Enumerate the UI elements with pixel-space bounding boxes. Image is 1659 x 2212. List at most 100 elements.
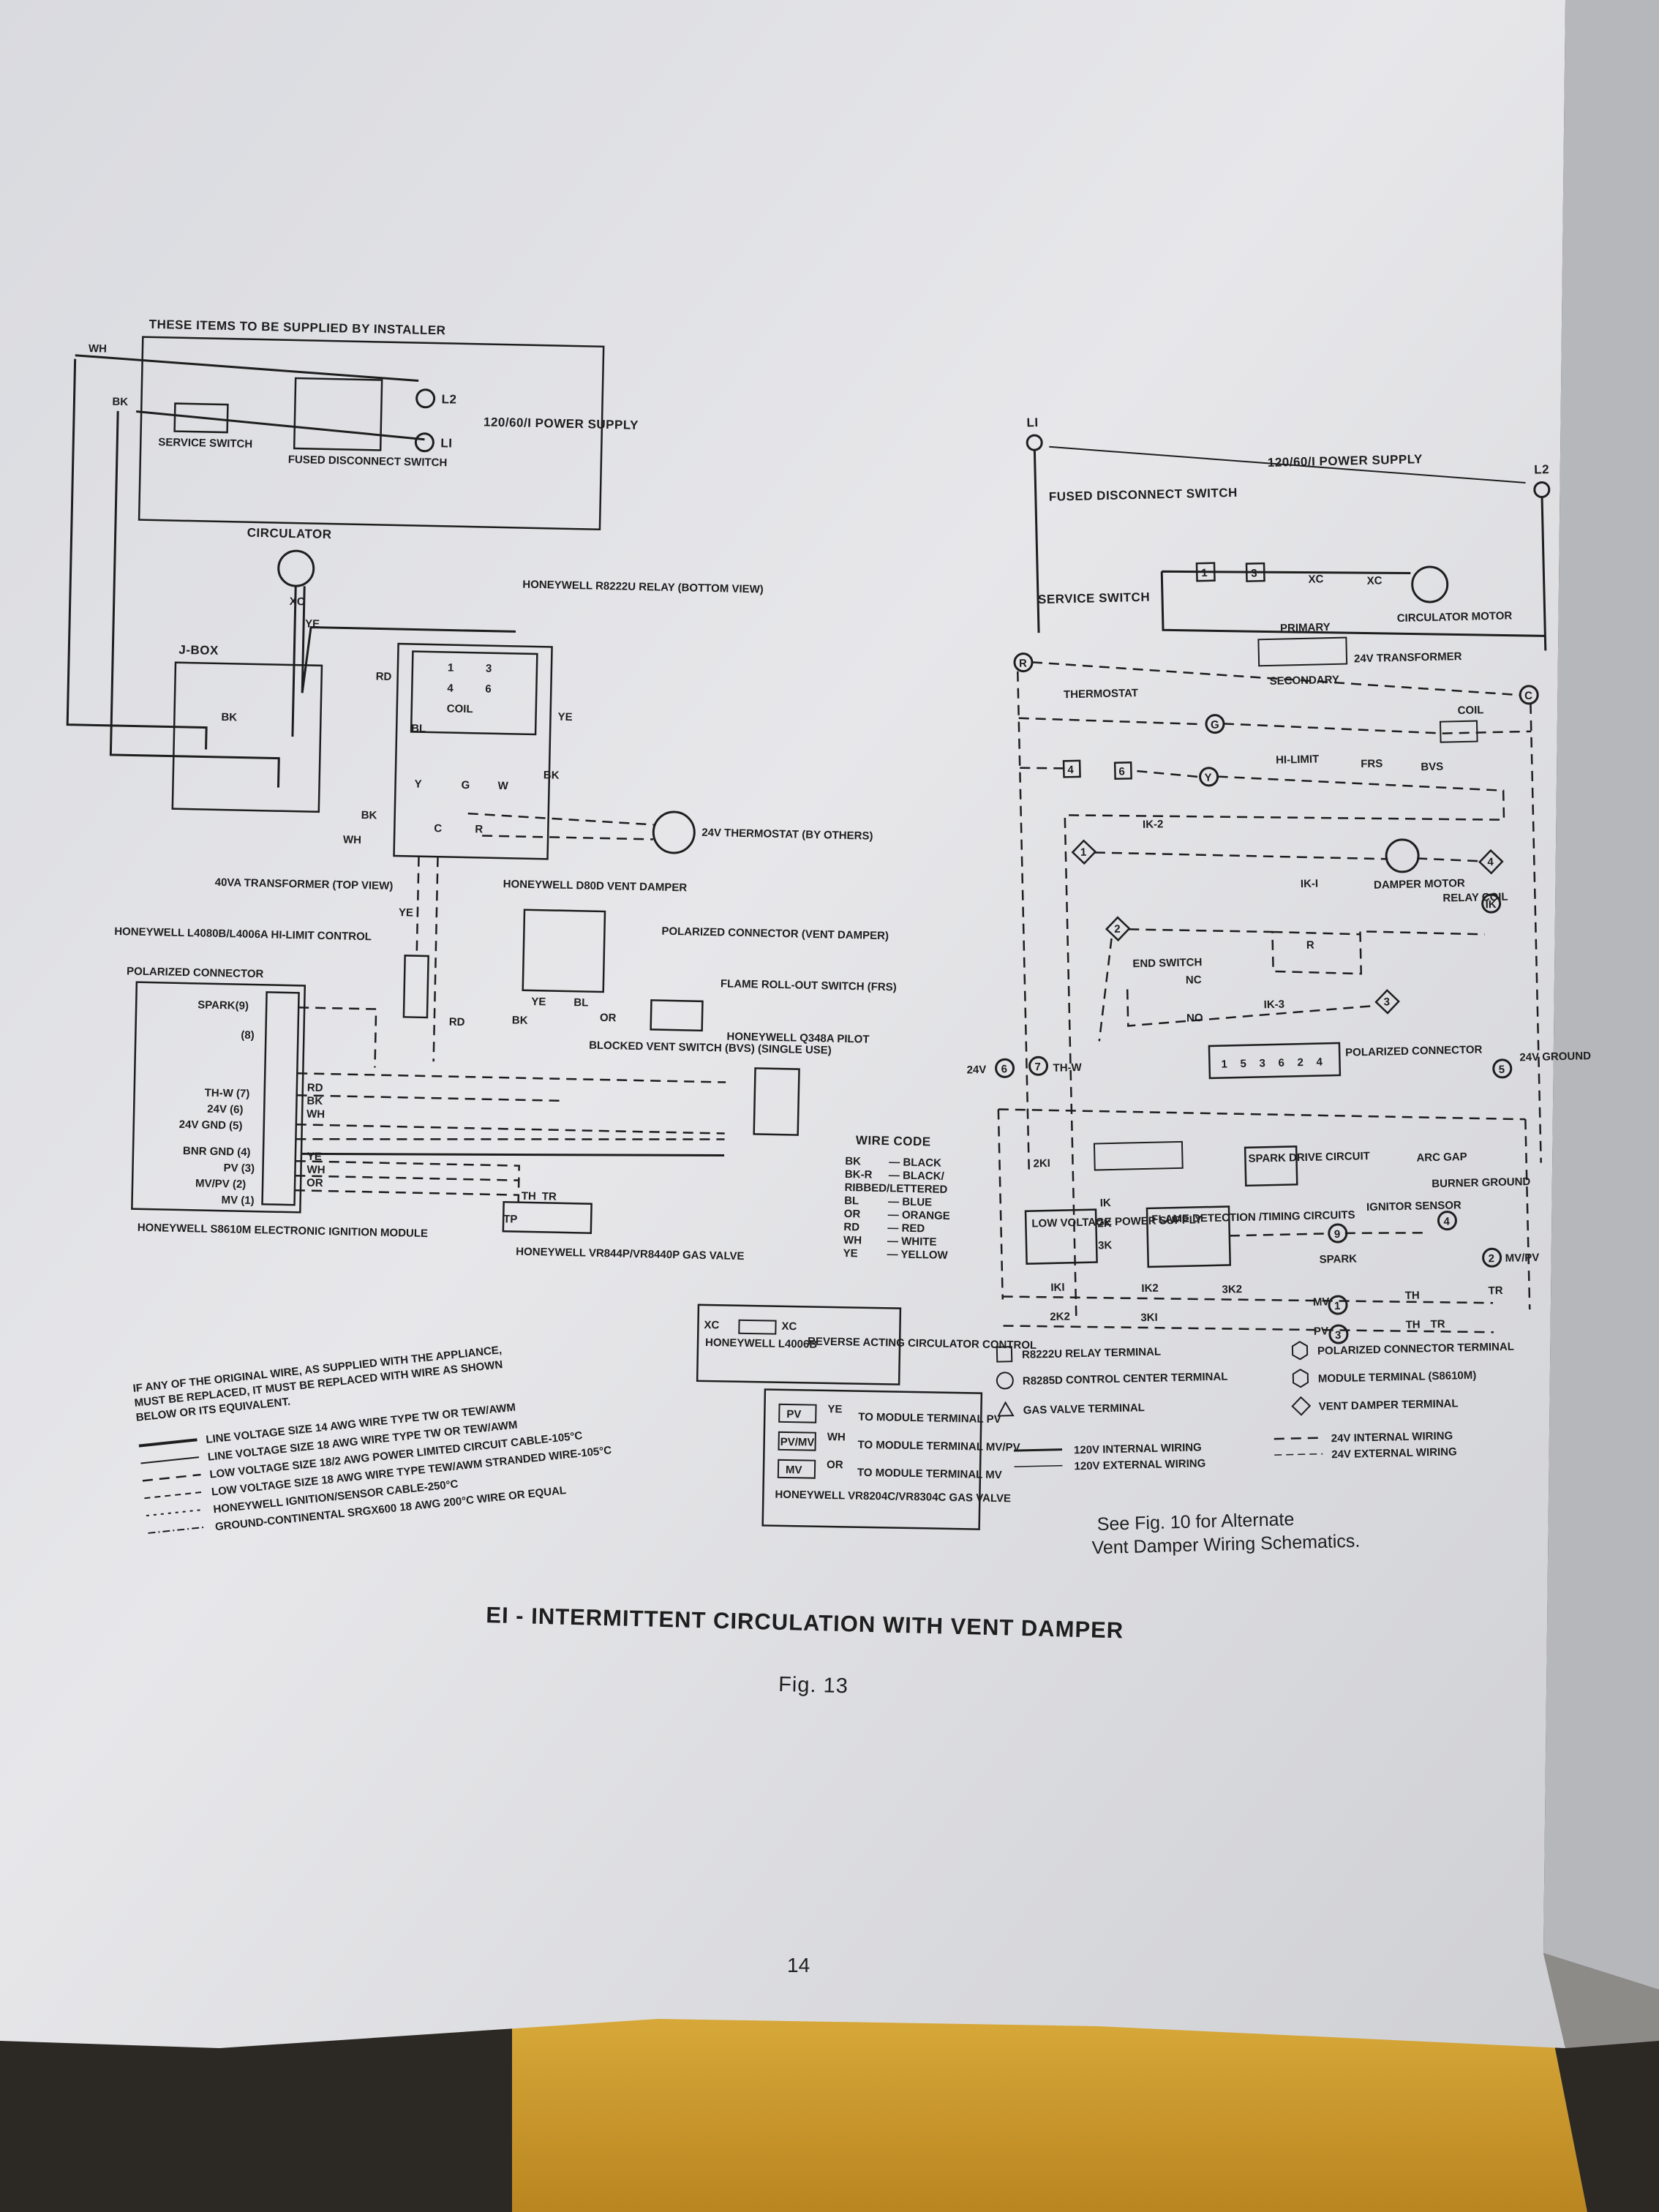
ik-coil <box>1481 893 1502 914</box>
th-label: TH <box>1405 1290 1420 1302</box>
module-term-spark: SPARK(9) <box>198 998 249 1012</box>
vent-wire-bl: BL <box>573 996 588 1009</box>
hilimit-symbol <box>402 955 429 1019</box>
wire-label-bk: BK <box>112 396 128 408</box>
wire-code-value: — BLACK/ <box>889 1169 945 1183</box>
terminal-1-label: 1 <box>1334 1300 1341 1312</box>
ik-label: IK <box>1485 898 1497 911</box>
vent-wire-or: OR <box>600 1012 617 1024</box>
xc-label: XC <box>1308 573 1323 585</box>
polarized-connector-symbol <box>1208 1042 1342 1080</box>
pin-label: 3 <box>1259 1057 1265 1069</box>
low-voltage-label: LOW VOLTAGE POWER SUPPLY <box>1031 1214 1202 1230</box>
reverse-box-xc: XC <box>704 1319 719 1331</box>
v24-label: 24V <box>966 1064 986 1077</box>
vent-terminal-1 <box>1071 839 1097 865</box>
ik2b-label: IK2 <box>1141 1282 1159 1295</box>
relay-term-1-label: 1 <box>1201 567 1208 579</box>
terminal-5-label: 5 <box>1499 1064 1505 1076</box>
vent-terminal-3-label: 3 <box>1383 996 1390 1008</box>
service-switch-label: SERVICE SWITCH <box>158 436 252 451</box>
wire-code-table: WIRE CODE BK — BLACK BK-R — BLACK/ RIBBE… <box>843 1133 950 1262</box>
vent-terminal-4-label: 4 <box>1487 856 1494 868</box>
circulator-motor-label: CIRCULATOR MOTOR <box>1397 609 1513 625</box>
l1-terminal <box>414 432 434 453</box>
ground-24v-label: 24V GROUND <box>1519 1050 1591 1064</box>
vr8204c-valve-box: PV YE TO MODULE TERMINAL PV PV/MV WH TO … <box>761 1388 1020 1530</box>
service-switch-symbol <box>173 402 229 434</box>
envelope-under-page <box>512 2012 1587 2212</box>
l2-terminal <box>415 388 436 409</box>
wire-code-value: — WHITE <box>887 1235 937 1248</box>
valve-row-term: MV <box>786 1464 802 1476</box>
relay-term-4: 4 <box>447 682 454 694</box>
symbol-key: R8222U RELAY TERMINAL R8285D CONTROL CEN… <box>996 1341 1514 1472</box>
reverse-box-desc: REVERSE ACTING CIRCULATOR CONTROL <box>808 1335 1037 1351</box>
wire-code-value: — ORANGE <box>888 1208 950 1222</box>
wire-code-key: YE <box>843 1247 857 1260</box>
primary-label: PRIMARY <box>1280 621 1331 635</box>
key-v24-int: 24V INTERNAL WIRING <box>1331 1430 1453 1445</box>
ik1-label: IK-I <box>1301 878 1319 891</box>
vent-wire-bk: BK <box>512 1014 528 1026</box>
gas-valve-tr: TR <box>542 1190 557 1203</box>
pin-label: 2 <box>1297 1056 1304 1069</box>
relay-term-3: 3 <box>486 663 492 675</box>
arc-gap-label: ARC GAP <box>1416 1151 1467 1165</box>
k2k-label: 2K <box>1097 1217 1112 1230</box>
wire-code-key: BL <box>844 1195 859 1207</box>
pin-label: 4 <box>1316 1056 1323 1068</box>
relay-term-1 <box>1195 562 1216 582</box>
gas-valve-label: HONEYWELL VR844P/VR8440P GAS VALVE <box>516 1246 745 1263</box>
valve-row-term: PV <box>786 1408 801 1421</box>
jbox-wire-bk: BK <box>221 711 237 723</box>
valve-row-dest: TO MODULE TERMINAL PV <box>858 1411 1001 1426</box>
fused-disconnect-label: FUSED DISCONNECT SWITCH <box>288 454 448 470</box>
polarized-connector-left-label: POLARIZED CONNECTOR <box>127 965 264 980</box>
wire-code-value: — YELLOW <box>887 1248 948 1262</box>
valve-row-term: PV/MV <box>780 1436 815 1449</box>
spark-drive-label: SPARK DRIVE CIRCUIT <box>1248 1150 1370 1165</box>
no-label: NO <box>1186 1012 1203 1025</box>
mvpv-label: MV/PV <box>1505 1252 1539 1265</box>
pilot-label: HONEYWELL Q348A PILOT <box>726 1031 869 1046</box>
damper-motor-symbol <box>1385 838 1420 873</box>
module-wire-bk: BK <box>306 1095 323 1107</box>
circulator-motor-symbol <box>1411 565 1449 603</box>
terminal-5 <box>1492 1058 1513 1079</box>
spark-label: SPARK <box>1319 1252 1357 1265</box>
blocked-vent-label: BLOCKED VENT SWITCH (BVS) (SINGLE USE) <box>589 1039 832 1057</box>
hilimit-label: HI-LIMIT <box>1276 753 1320 766</box>
flame-rollout-label: FLAME ROLL-OUT SWITCH (FRS) <box>721 977 897 993</box>
l1-label: LI <box>440 436 453 450</box>
power-supply-label: 120/60/I POWER SUPPLY <box>484 415 639 432</box>
key-v24-ext: 24V EXTERNAL WIRING <box>1331 1445 1457 1461</box>
flame-detection-label: FLAME DETECTION /TIMING CIRCUITS <box>1151 1208 1355 1225</box>
hilimit-label: HONEYWELL L4080B/L4006A HI-LIMIT CONTROL <box>114 925 372 943</box>
thermostat-label: 24V THERMOSTAT (BY OTHERS) <box>701 827 873 843</box>
module-wire-wh: WH <box>306 1108 325 1121</box>
valve-row-dest: TO MODULE TERMINAL MV <box>857 1467 1002 1481</box>
relay-wire-wh: WH <box>343 834 361 847</box>
wire-code-value: — RED <box>887 1222 925 1235</box>
wire-code-value: — BLACK <box>889 1156 941 1170</box>
valve-row-wire: OR <box>827 1459 843 1471</box>
relay-screw-g: G <box>461 779 470 791</box>
vent-wire-ye: YE <box>531 996 546 1008</box>
hexagon2-key-symbol <box>1292 1369 1309 1388</box>
module-term-mvpv: MV/PV (2) <box>195 1177 247 1190</box>
circle-key-symbol <box>996 1372 1014 1390</box>
ik2-label: IK-2 <box>1143 818 1164 831</box>
c-label: C <box>1524 690 1532 702</box>
k3k2-label: 3K2 <box>1222 1283 1242 1296</box>
transformer-label: 40VA TRANSFORMER (TOP VIEW) <box>215 876 394 892</box>
relay-term-6-label: 6 <box>1118 765 1125 778</box>
terminal-1 <box>1328 1295 1348 1315</box>
vent-damper-label: HONEYWELL D80D VENT DAMPER <box>503 878 688 894</box>
ignition-module <box>131 981 306 1214</box>
pin-label: 5 <box>1240 1058 1246 1070</box>
figure-number: Fig. 13 <box>778 1673 849 1698</box>
wire-code-title: WIRE CODE <box>856 1133 931 1148</box>
k3k-label: 3K <box>1098 1239 1113 1252</box>
low-voltage-box <box>1024 1208 1098 1265</box>
